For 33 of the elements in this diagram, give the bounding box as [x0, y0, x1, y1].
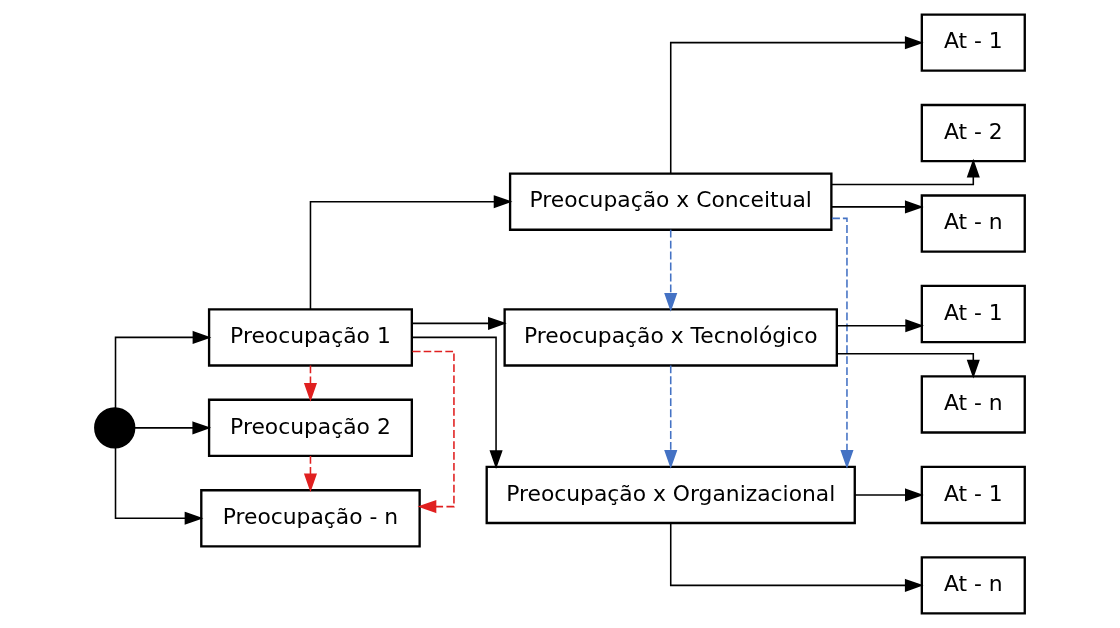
arrow — [831, 158, 980, 186]
arrow — [664, 364, 678, 469]
node-box: At - n — [920, 194, 1026, 253]
node-box: At - 1 — [920, 465, 1026, 525]
node-box: At - n — [920, 556, 1026, 615]
node-box: At - 1 — [920, 13, 1026, 72]
arrow — [831, 217, 854, 469]
arrow — [836, 353, 980, 379]
node-box: Preocupação - n — [200, 489, 421, 548]
arrow — [831, 200, 924, 214]
arrow — [309, 195, 513, 311]
arrow — [836, 319, 925, 333]
node-box: Preocupação x Conceitual — [508, 172, 833, 231]
node-box: Preocupação 1 — [207, 308, 413, 367]
node-box: Preocupação 2 — [207, 398, 413, 458]
node-box: At - 2 — [920, 103, 1026, 163]
arrow — [303, 455, 317, 493]
arrow — [134, 421, 212, 435]
arrow — [669, 36, 924, 175]
node-circle — [94, 407, 136, 449]
arrow — [669, 522, 924, 592]
arrow — [114, 330, 212, 409]
node-box: At - 1 — [920, 284, 1026, 344]
node-box: Preocupação x Tecnológico — [503, 308, 838, 367]
node-box: Preocupação x Organizacional — [485, 465, 856, 525]
arrow — [411, 316, 507, 330]
node-box: At - n — [920, 375, 1026, 434]
arrow — [664, 229, 678, 312]
arrow — [303, 364, 317, 402]
arrow — [411, 336, 503, 470]
arrow — [411, 350, 455, 514]
arrow — [114, 446, 204, 525]
arrow — [854, 488, 924, 502]
